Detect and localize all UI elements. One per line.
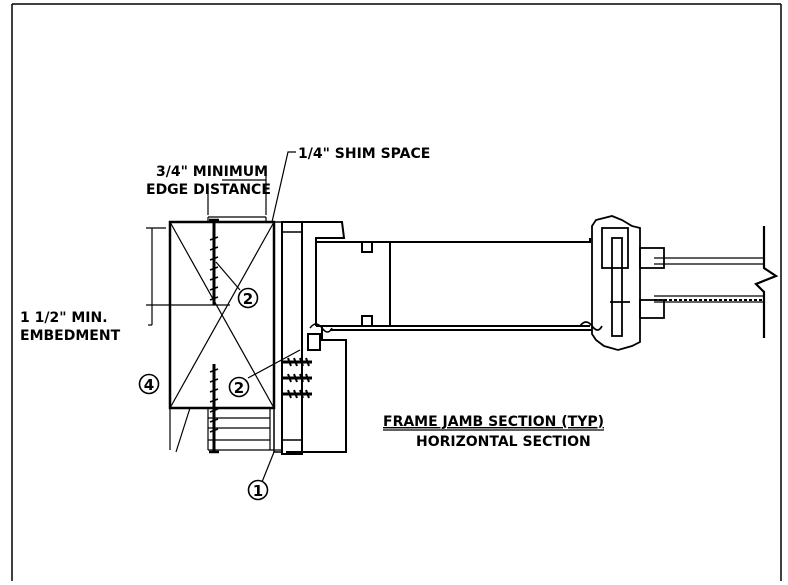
- shim-space-label: 1/4" SHIM SPACE: [298, 146, 430, 162]
- edge-distance-label-2: EDGE DISTANCE: [146, 182, 271, 198]
- glass-panes: [654, 226, 779, 338]
- callout-4: 4: [138, 373, 160, 395]
- section-title: FRAME JAMB SECTION (TYP): [383, 414, 604, 430]
- svg-text:4: 4: [144, 376, 154, 394]
- sheet-border: [11, 3, 782, 581]
- embedment-label-2: EMBEDMENT: [20, 328, 121, 344]
- svg-text:1: 1: [253, 482, 263, 500]
- edge-distance-label-1: 3/4" MINIMUM: [156, 164, 268, 180]
- wood-buck: [168, 216, 276, 410]
- shim-leader: [271, 151, 296, 223]
- callout-2-lower: 2: [228, 376, 250, 398]
- section-subtitle: HORIZONTAL SECTION: [416, 434, 591, 450]
- svg-text:2: 2: [243, 290, 253, 308]
- callout-2-upper: 2: [237, 287, 259, 309]
- lower-wall-lines: [169, 407, 282, 453]
- fastener-lower: [209, 364, 219, 454]
- callout-1: 1: [247, 479, 269, 501]
- embedment-label-1: 1 1/2" MIN.: [20, 310, 108, 326]
- frame-screws: [282, 357, 312, 399]
- svg-text:2: 2: [234, 379, 244, 397]
- glazing-profile: [579, 215, 665, 351]
- embedment-dimension: [146, 227, 230, 326]
- frame-jamb-profile: [286, 221, 592, 453]
- edge-distance-dimension: [207, 170, 267, 215]
- callout-leaders: [215, 261, 301, 483]
- fastener-upper: [209, 218, 219, 305]
- shim-space: [273, 221, 303, 455]
